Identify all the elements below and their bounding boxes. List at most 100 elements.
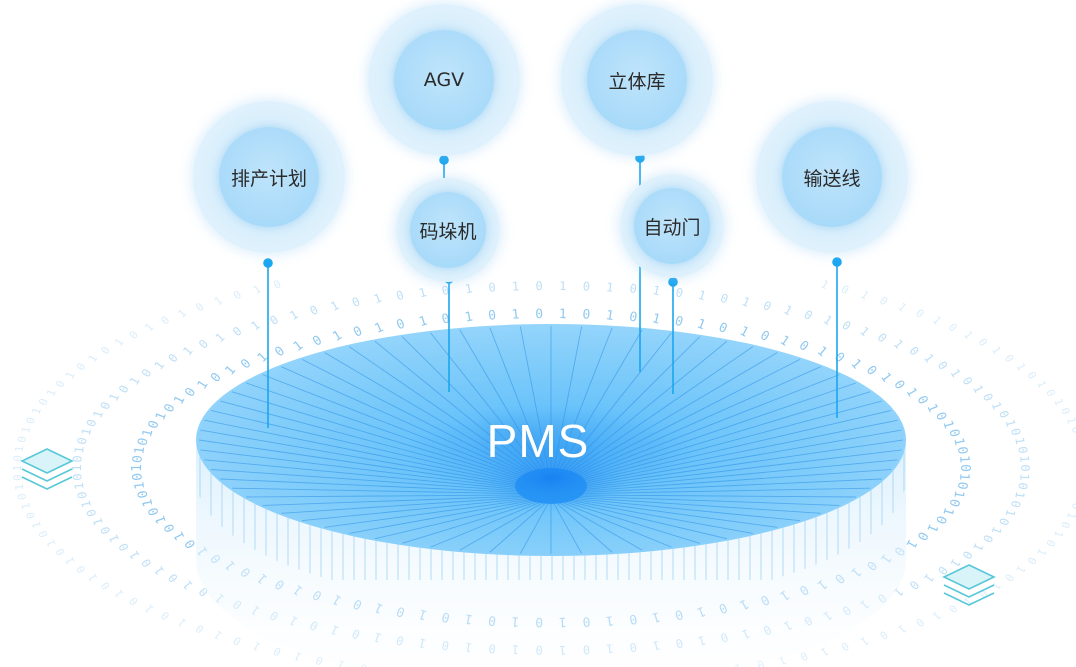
svg-text:1: 1	[90, 516, 106, 527]
svg-text:1: 1	[1064, 416, 1076, 425]
svg-text:0: 0	[935, 359, 951, 373]
node-scheduling[interactable]: 排产计划	[193, 101, 345, 253]
svg-text:0: 0	[267, 312, 281, 328]
svg-text:1: 1	[251, 283, 264, 297]
svg-text:0: 0	[839, 318, 853, 333]
svg-text:0: 0	[914, 529, 931, 543]
svg-text:1: 1	[921, 571, 937, 585]
svg-text:0: 0	[99, 344, 113, 357]
svg-text:1: 1	[180, 344, 195, 359]
svg-text:1: 1	[1013, 563, 1028, 575]
svg-text:0: 0	[674, 285, 685, 300]
svg-text:1: 1	[781, 302, 794, 318]
svg-text:1: 1	[175, 615, 189, 629]
svg-text:1: 1	[112, 336, 126, 349]
svg-text:0: 0	[673, 314, 685, 331]
svg-text:0: 0	[957, 464, 972, 472]
svg-text:0: 0	[238, 356, 254, 372]
svg-text:0: 0	[1069, 425, 1076, 434]
svg-text:0: 0	[146, 419, 163, 431]
svg-text:0: 0	[906, 578, 921, 593]
svg-text:0: 0	[36, 529, 50, 539]
svg-text:0: 0	[877, 294, 890, 308]
svg-text:1: 1	[821, 312, 835, 328]
svg-text:1: 1	[248, 318, 262, 333]
svg-text:1: 1	[737, 324, 751, 341]
svg-text:0: 0	[70, 455, 84, 463]
svg-text:1: 1	[696, 288, 707, 304]
svg-text:1: 1	[1017, 455, 1031, 463]
svg-text:1: 1	[930, 314, 944, 328]
svg-text:1: 1	[223, 363, 240, 379]
svg-text:0: 0	[954, 481, 970, 490]
svg-text:0: 0	[11, 455, 24, 462]
svg-text:1: 1	[63, 555, 78, 567]
node-conveyor-line[interactable]: 输送线	[756, 101, 908, 253]
svg-text:0: 0	[307, 302, 320, 318]
svg-text:0: 0	[158, 314, 172, 328]
svg-text:1: 1	[948, 366, 964, 379]
svg-text:1: 1	[695, 317, 708, 334]
svg-text:1: 1	[921, 351, 937, 365]
svg-text:0: 0	[231, 634, 244, 648]
svg-text:0: 0	[863, 363, 880, 379]
pms-center-label: PMS	[486, 415, 590, 467]
svg-text:1: 1	[740, 294, 752, 310]
svg-text:0: 0	[946, 497, 962, 508]
svg-text:0: 0	[1043, 388, 1057, 399]
svg-text:1: 1	[112, 587, 126, 600]
svg-text:1: 1	[1003, 418, 1018, 428]
svg-text:1: 1	[44, 388, 58, 399]
svg-text:0: 0	[53, 546, 68, 557]
svg-text:0: 0	[831, 350, 847, 366]
svg-text:1: 1	[1017, 473, 1031, 481]
svg-text:0: 0	[890, 378, 907, 393]
svg-text:1: 1	[292, 649, 304, 664]
svg-text:0: 0	[395, 317, 408, 334]
svg-text:0: 0	[158, 609, 172, 623]
svg-text:0: 0	[1008, 499, 1023, 509]
node-label: 码垛机	[419, 220, 477, 243]
svg-text:0: 0	[946, 428, 962, 439]
svg-text:1: 1	[106, 391, 122, 403]
svg-text:0: 0	[946, 321, 960, 335]
svg-text:1: 1	[950, 437, 966, 447]
svg-text:0: 0	[130, 472, 145, 481]
svg-text:1: 1	[1012, 436, 1027, 445]
node-automatic-door[interactable]: 自动门	[620, 174, 724, 278]
svg-text:1: 1	[848, 356, 864, 372]
svg-text:0: 0	[146, 505, 163, 517]
svg-text:1: 1	[180, 578, 195, 593]
svg-text:1: 1	[63, 370, 78, 382]
svg-text:1: 1	[970, 541, 986, 554]
node-palletizer[interactable]: 码垛机	[396, 178, 500, 282]
svg-text:0: 0	[127, 594, 141, 607]
svg-text:1: 1	[559, 307, 567, 322]
svg-text:0: 0	[1002, 352, 1017, 364]
svg-text:1: 1	[970, 383, 986, 396]
node-agv[interactable]: AGV	[368, 4, 520, 156]
svg-text:1: 1	[1012, 490, 1027, 499]
svg-text:0: 0	[582, 307, 591, 323]
svg-text:0: 0	[913, 307, 927, 321]
svg-text:1: 1	[877, 370, 894, 385]
svg-text:0: 0	[139, 556, 155, 569]
svg-text:1: 1	[373, 320, 386, 337]
svg-text:0: 0	[36, 397, 50, 407]
svg-text:1: 1	[814, 344, 830, 360]
svg-text:1: 1	[1034, 379, 1049, 390]
svg-text:0: 0	[796, 338, 811, 355]
svg-text:0: 0	[954, 446, 970, 455]
svg-text:1: 1	[132, 446, 148, 455]
svg-text:0: 0	[165, 351, 181, 365]
node-stereo-warehouse[interactable]: 立体库	[561, 4, 713, 156]
svg-text:1: 1	[464, 281, 474, 296]
svg-text:1: 1	[212, 628, 225, 642]
svg-text:0: 0	[628, 309, 639, 325]
svg-text:0: 0	[980, 391, 996, 403]
svg-text:0: 0	[350, 294, 362, 310]
svg-text:0: 0	[231, 288, 244, 302]
svg-text:1: 1	[605, 308, 615, 324]
svg-text:0: 0	[127, 328, 141, 341]
